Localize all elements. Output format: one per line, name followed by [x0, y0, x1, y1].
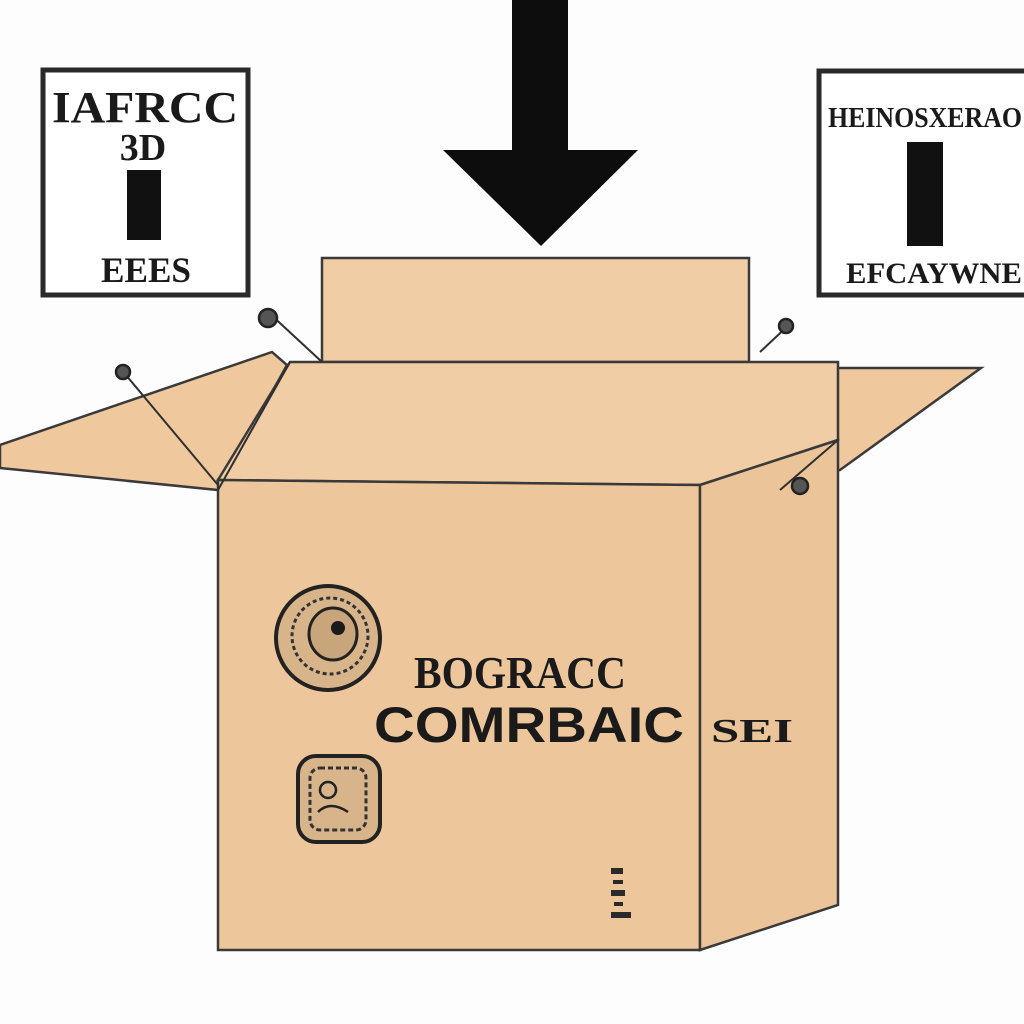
- box-side-text: SEI: [711, 713, 793, 750]
- box-side-face: [698, 438, 840, 952]
- box-print-line1: BOGRACC: [414, 647, 626, 698]
- round-seal-icon: [274, 584, 382, 692]
- left-sign-line1: IAFRCC: [52, 83, 238, 132]
- box-print-line2: COMRBAIC: [374, 697, 684, 753]
- tag-pin-icon: [114, 307, 810, 496]
- box-top-rim: [215, 360, 840, 487]
- right-sign-line1: HEINOSXERAO: [828, 103, 1022, 134]
- left-sign-line2: 3D: [120, 127, 166, 169]
- square-seal-icon: [296, 754, 382, 844]
- cardboard-box: [0, 256, 985, 952]
- left-sign-bar: [127, 170, 161, 240]
- left-sign-line3: EEES: [101, 250, 191, 290]
- right-sign-bar: [907, 142, 943, 246]
- stamp-marks: [611, 868, 631, 918]
- box-back-panel: [320, 256, 751, 364]
- left-sign: IAFRCC 3D EEES: [40, 67, 251, 298]
- right-sign: HEINOSXERAO EFCAYWNE: [816, 68, 1024, 298]
- down-arrow-icon: [443, 0, 638, 246]
- right-sign-line2: EFCAYWNE: [846, 257, 1022, 290]
